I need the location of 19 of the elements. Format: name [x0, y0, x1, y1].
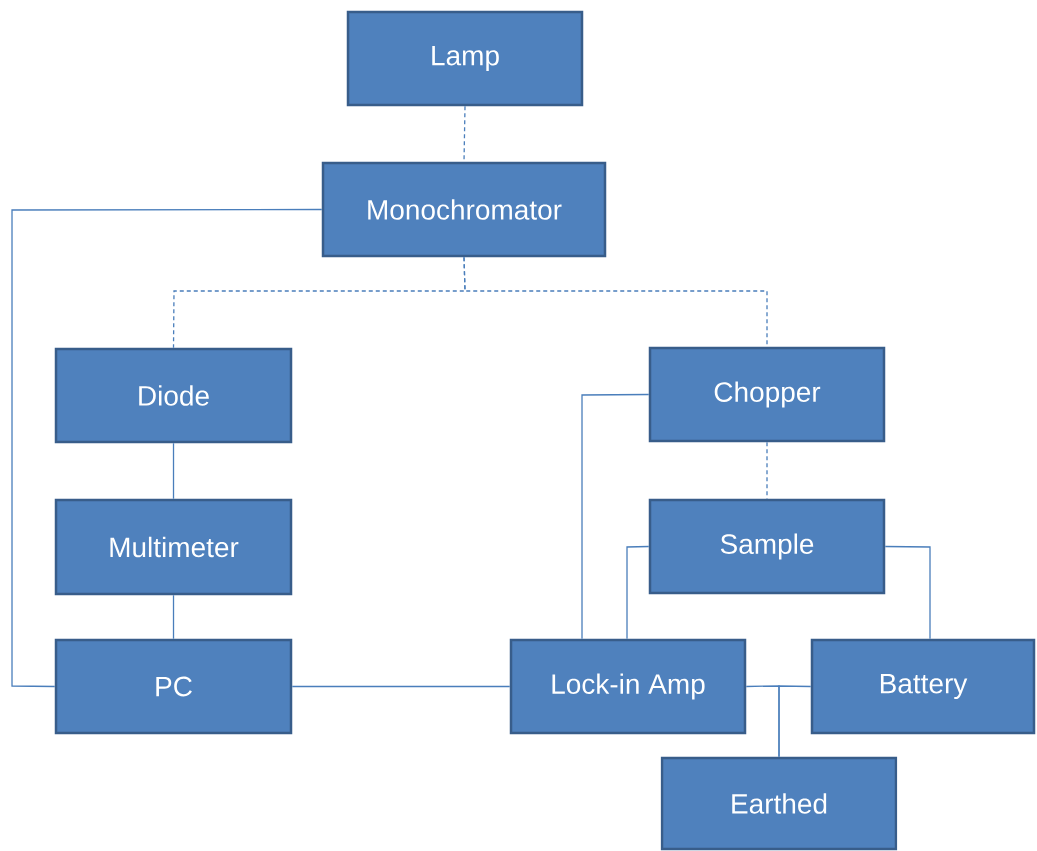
- connector-line: [11, 208, 323, 688]
- connector-line: [172, 442, 175, 500]
- connector-line: [778, 685, 812, 758]
- device-box: Earthed: [660, 756, 898, 851]
- connector-line: [172, 594, 175, 640]
- device-box: Lock-in Amp: [509, 638, 747, 735]
- device-box: Multimeter: [54, 498, 293, 596]
- connector-line: [291, 685, 511, 688]
- device-box: Chopper: [648, 346, 886, 443]
- device-box: PC: [54, 638, 293, 735]
- device-box: Diode: [54, 347, 293, 444]
- device-box: Lamp: [346, 10, 584, 107]
- connector-line: [626, 545, 650, 640]
- device-box: Battery: [810, 638, 1036, 735]
- connector-line: [581, 393, 650, 640]
- device-box: Monochromator: [321, 161, 607, 258]
- connector-line: [766, 441, 768, 500]
- connector-line: [884, 545, 931, 640]
- device-box: Sample: [648, 498, 886, 595]
